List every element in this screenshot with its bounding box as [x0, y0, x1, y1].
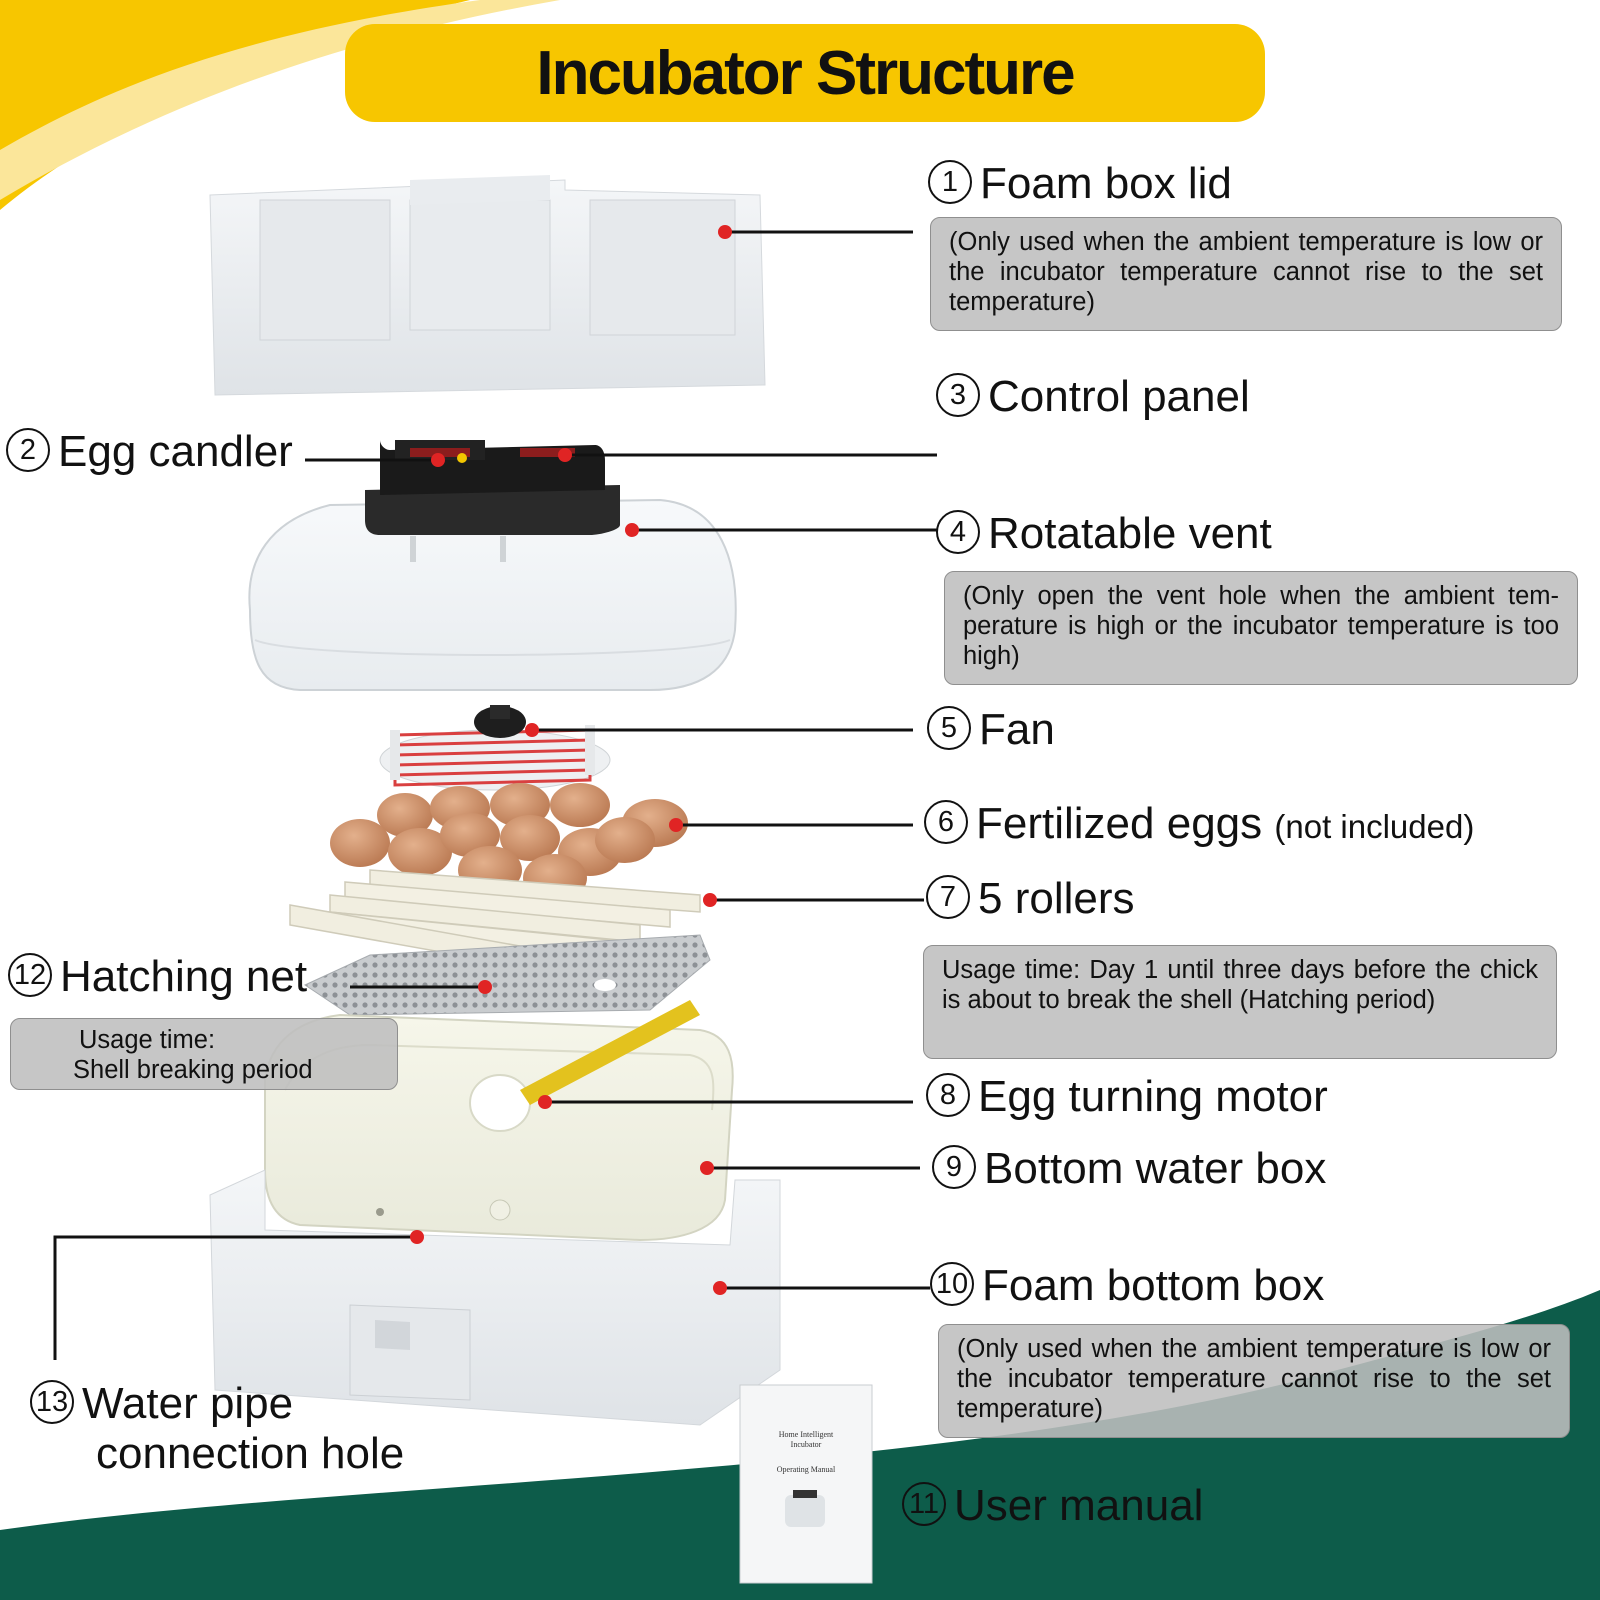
note-foam-box-lid: (Only used when the ambient temperature …	[930, 217, 1562, 331]
marker-13	[410, 1230, 424, 1244]
number-badge: 7	[926, 875, 970, 919]
marker-2	[431, 453, 445, 467]
foam-box-lid-image	[209, 175, 766, 396]
number-badge: 13	[30, 1380, 74, 1424]
number-badge: 2	[6, 428, 50, 472]
dome-lid-image	[248, 498, 737, 691]
number-badge: 5	[927, 706, 971, 750]
part-name: Fertilized eggs	[976, 799, 1263, 848]
marker-3	[558, 448, 572, 462]
manual-line1: Home Intelligent	[779, 1430, 834, 1439]
yellow-swoosh	[0, 0, 470, 210]
green-swoosh	[0, 1290, 1600, 1600]
marker-8	[538, 1095, 552, 1109]
part-name: Hatching net	[60, 952, 308, 1001]
part-suffix: (not included)	[1274, 808, 1475, 845]
eggs-image	[330, 783, 688, 902]
number-badge: 6	[924, 800, 968, 844]
note-foam-bottom-box: (Only used when the ambient temperature …	[938, 1324, 1570, 1438]
marker-7	[703, 893, 717, 907]
leader-line-13	[53, 1235, 417, 1360]
part-name: Water pipe	[82, 1379, 294, 1428]
marker-12	[478, 980, 492, 994]
foam-bottom-box-image	[209, 1169, 781, 1426]
manual-line2: Incubator	[791, 1440, 822, 1449]
fan-image	[379, 705, 611, 791]
number-badge: 1	[928, 160, 972, 204]
page-title: Incubator Structure	[536, 38, 1075, 108]
part-name: User manual	[954, 1481, 1204, 1530]
note-line: Shell breaking period	[73, 1056, 313, 1084]
markers	[410, 225, 732, 1295]
part-name: Control panel	[988, 372, 1250, 421]
number-badge: 9	[932, 1145, 976, 1189]
part-name: Rotatable vent	[988, 509, 1272, 558]
light-yellow-swoosh	[0, 0, 560, 200]
part-name: Egg turning motor	[978, 1072, 1328, 1121]
marker-6	[669, 818, 683, 832]
marker-5	[525, 723, 539, 737]
marker-9	[700, 1161, 714, 1175]
marker-10	[713, 1281, 727, 1295]
number-badge: 10	[930, 1262, 974, 1306]
number-badge: 11	[902, 1482, 946, 1526]
note-line: Usage time:	[79, 1026, 216, 1054]
marker-4	[625, 523, 639, 537]
part-name: Bottom water box	[984, 1144, 1327, 1193]
number-badge: 12	[8, 953, 52, 997]
number-badge: 3	[936, 373, 980, 417]
hatching-net-image	[303, 934, 711, 1016]
part-name: Foam bottom box	[982, 1261, 1325, 1310]
number-badge: 8	[926, 1073, 970, 1117]
leader-lines	[53, 230, 937, 1360]
part-name: Foam box lid	[980, 159, 1232, 208]
manual-line3: Operating Manual	[777, 1465, 836, 1474]
part-name: Fan	[979, 705, 1055, 754]
note-rollers: Usage time: Day 1 until three days befor…	[923, 945, 1557, 1059]
number-badge: 4	[936, 510, 980, 554]
part-name: Egg candler	[58, 427, 293, 476]
label-water-pipe-line2: connection hole	[96, 1429, 405, 1478]
note-hatching-net: Usage time: Shell breaking period	[10, 1018, 398, 1090]
title-banner: Incubator Structure	[345, 24, 1265, 122]
marker-1	[718, 225, 732, 239]
part-name: 5 rollers	[978, 874, 1135, 923]
note-rotatable-vent: (Only open the vent hole when the ambien…	[944, 571, 1578, 685]
user-manual-image: Home Intelligent Incubator Operating Man…	[739, 1384, 873, 1584]
